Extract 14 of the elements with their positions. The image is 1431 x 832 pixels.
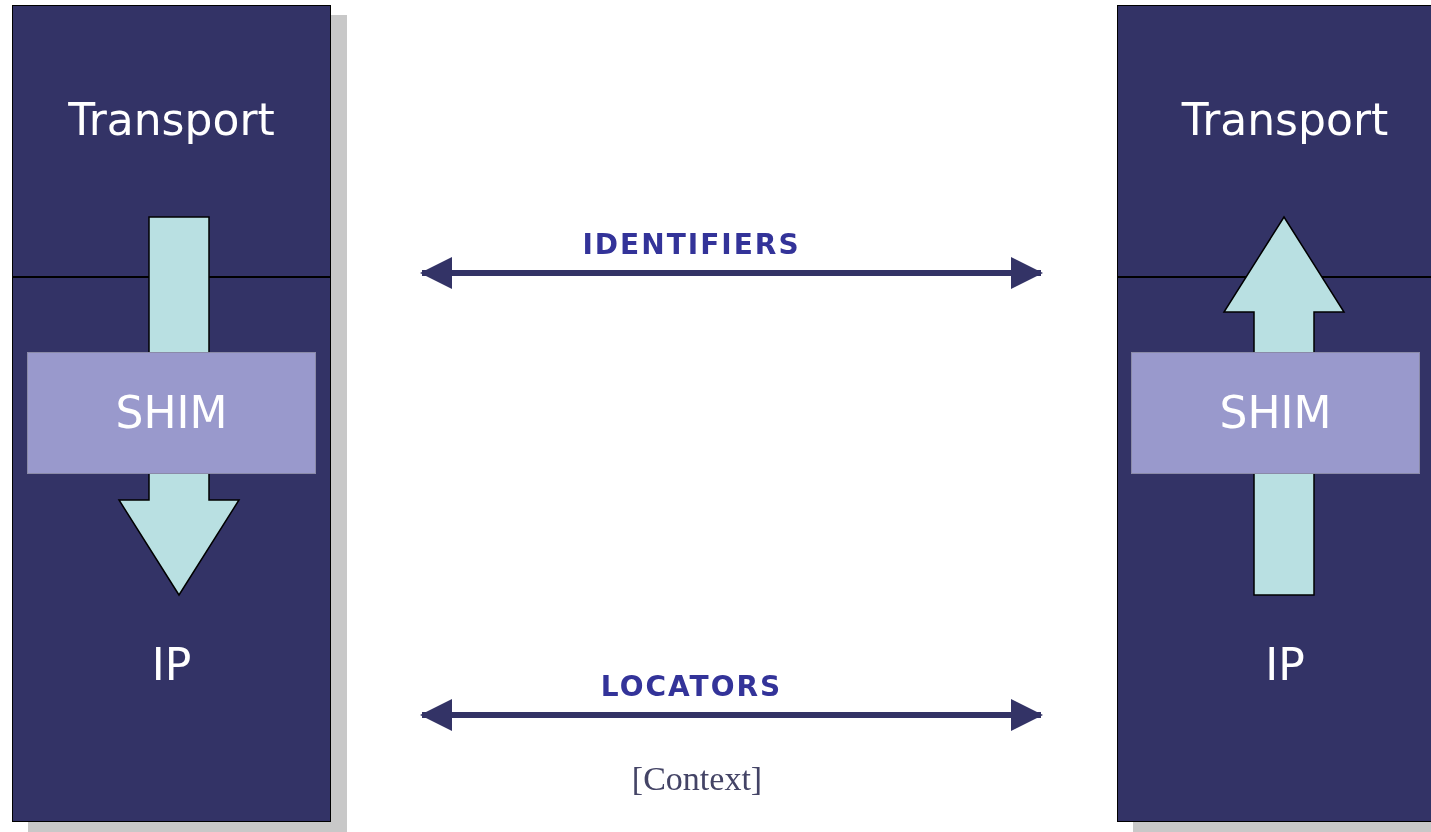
layer-name: Transport: [68, 98, 275, 142]
layer-name: SHIM: [115, 391, 228, 435]
shim-layer-box: [27, 352, 316, 474]
double-arrow: [420, 699, 1043, 731]
block-arrow: [1222, 215, 1346, 596]
note-text: [Context]: [631, 762, 763, 796]
block-arrow: [117, 216, 241, 597]
shim-layer-box: [1131, 352, 1420, 474]
layer-name: IP: [1265, 643, 1305, 687]
layer-name: IP: [151, 643, 192, 687]
layer-name: Transport: [1181, 98, 1389, 142]
protocol-layer-box: [1117, 5, 1431, 277]
double-arrow: [420, 257, 1043, 289]
layer-name: SHIM: [1219, 391, 1332, 435]
